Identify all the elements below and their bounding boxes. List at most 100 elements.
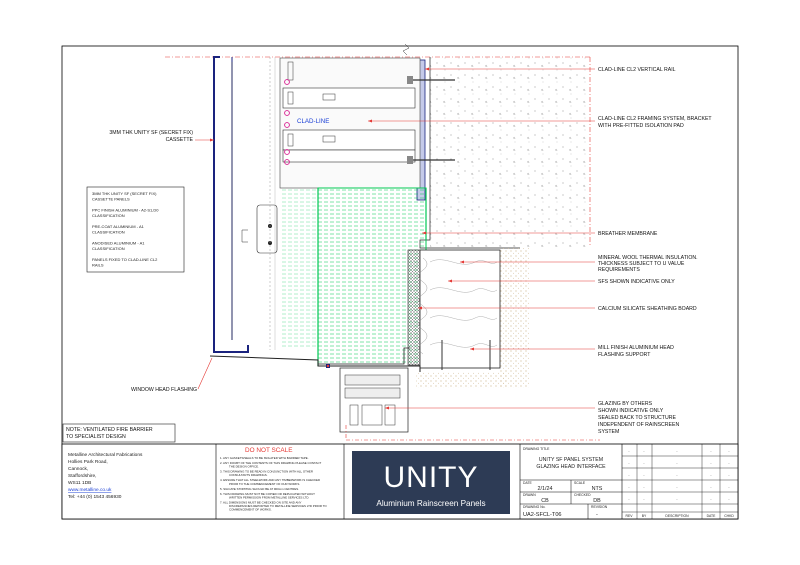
- leader-lines: [195, 68, 595, 409]
- label-mineral-line1: MINERAL WOOL THERMAL INSULATION.: [598, 255, 698, 261]
- description-col-header: DESCRIPTION: [665, 514, 689, 518]
- spec-box-line: PANELS FIXED TO CLAD-LINE CL2: [92, 257, 158, 262]
- drawing-no-value: UA2-SFCL-T06: [523, 512, 562, 518]
- glazing-frame: [339, 367, 409, 440]
- note-box: [62, 423, 176, 443]
- revision-cell: -: [643, 473, 644, 477]
- spec-box-line: 3MM THK UNITY SF (SECRET FIX): [92, 191, 157, 196]
- drawn-label: DRAWN: [523, 493, 536, 497]
- revision-cell: -: [676, 473, 677, 477]
- revision-cell: -: [728, 485, 729, 489]
- fixing-points: [284, 79, 290, 165]
- label-framing-line1: CLAD-LINE CL2 FRAMING SYSTEM, BRACKET: [598, 116, 712, 122]
- revision-cell: -: [643, 449, 644, 453]
- label-mill-line1: MILL FINISH ALUMINIUM HEAD: [598, 345, 674, 351]
- drawing-title-line2: GLAZING HEAD INTERFACE: [536, 464, 606, 470]
- spec-box-line: CLASSIFICATION: [92, 246, 125, 251]
- sfs-frame: [418, 249, 501, 370]
- substrate-fill: [500, 248, 530, 388]
- revision-cell: -: [710, 461, 711, 465]
- revision-cell: -: [643, 497, 644, 501]
- label-mineral-line2: THICKNESS SUBJECT TO U VALUE: [598, 261, 685, 267]
- drawing-no-label: DRAWING No.: [523, 505, 546, 509]
- revision-cell: -: [643, 461, 644, 465]
- company-name: Metalline Architectural Fabrications: [68, 452, 143, 458]
- label-window-head: WINDOW HEAD FLASHING: [131, 387, 197, 393]
- scale-label: SCALE: [574, 481, 586, 485]
- revision-cell: -: [628, 497, 629, 501]
- company-tel: Tel: +44 (0) 1543 456930: [68, 494, 122, 500]
- cassette-panel: [213, 56, 249, 353]
- revision-cell: -: [643, 485, 644, 489]
- revision-cell: -: [628, 485, 629, 489]
- do-not-scale-heading: DO NOT SCALE: [245, 447, 292, 454]
- company-address-4: WS11 1DB: [68, 480, 91, 486]
- date-value: 2/1/24: [538, 486, 553, 492]
- framing-bracket: [279, 57, 455, 189]
- label-glazing-line4: INDEPENDENT OF RAINSCREEN: [598, 422, 679, 428]
- spec-box-line: CLASSIFICATION: [92, 230, 125, 235]
- label-glazing-line2: SHOWN INDICATIVE ONLY: [598, 408, 664, 414]
- revision-cell: -: [710, 497, 711, 501]
- general-note: 3. THIS DRAWING TO BE READ IN CONJUNCTIO…: [220, 470, 313, 478]
- general-note: 2. ANY DOUBT OF THE CONTENTS OF THIS DRA…: [220, 461, 322, 469]
- revision-cell: -: [728, 449, 729, 453]
- spec-box-line: RAILS: [92, 263, 104, 268]
- date-col-header: DATE: [707, 514, 717, 518]
- general-note: 5. SILICATE STOPPING SHOULD BE AT 900mm …: [220, 487, 299, 491]
- revision-cell: -: [728, 497, 729, 501]
- label-glazing-line5: SYSTEM: [598, 429, 619, 435]
- by-col-header: BY: [642, 514, 647, 518]
- checked-value: DB: [593, 498, 601, 504]
- spec-box-line: PRE-COAT ALUMINIUM - A1: [92, 224, 145, 229]
- label-breather: BREATHER MEMBRANE: [598, 231, 658, 237]
- cavity-insulation: [280, 187, 427, 367]
- chkd-col-header: CHKD: [724, 514, 734, 518]
- head-flashing: [209, 355, 421, 372]
- rev-col-header: REV: [626, 514, 634, 518]
- company-website-link[interactable]: www.metalline.co.uk: [68, 487, 112, 493]
- note-line2: TO SPECIALIST DESIGN: [66, 434, 126, 440]
- cassette-hook: [241, 204, 278, 254]
- drawing-title-line1: UNITY SF PANEL SYSTEM: [539, 457, 603, 463]
- break-symbol: [402, 43, 410, 56]
- revision-cell: -: [728, 461, 729, 465]
- revision-cell: -: [710, 449, 711, 453]
- general-note: 4. ENSURE THAT ALL STEELWORK AND ANY TIM…: [220, 478, 320, 486]
- spec-box-line: ANODISED ALUMINIUM - A1: [92, 241, 145, 246]
- brand-title: UNITY: [384, 461, 479, 494]
- note-line1: NOTE: VENTILATED FIRE BARRIER: [66, 427, 153, 433]
- label-vertical-rail: CLAD-LINE CL2 VERTICAL RAIL: [598, 67, 676, 73]
- company-address-1: Hollies Park Road,: [68, 459, 108, 465]
- spec-box: [86, 186, 185, 273]
- clad-line-logo: CLAD-LINE: [297, 118, 329, 125]
- company-address-3: Staffordshire,: [68, 473, 96, 479]
- label-mill-line2: FLASHING SUPPORT: [598, 352, 651, 358]
- label-cassette-line1: 3MM THK UNITY SF (SECRET FIX): [109, 130, 193, 136]
- label-mineral-line3: REQUIREMENTS: [598, 267, 640, 273]
- revision-label: REVISION: [591, 505, 608, 509]
- revision-cell: -: [676, 449, 677, 453]
- general-note: 6. THIS DRAWING MUST NOT BE COPIED OR RE…: [220, 492, 315, 500]
- revision-cell: -: [710, 473, 711, 477]
- revision-cell: -: [676, 497, 677, 501]
- label-sfs: SFS SHOWN INDICATIVE ONLY: [598, 279, 675, 285]
- scale-value: NTS: [592, 486, 603, 492]
- drawn-value: CB: [541, 498, 549, 504]
- revision-cell: -: [628, 473, 629, 477]
- brand-panel: [352, 451, 510, 514]
- general-note: 7. ALL DIMENSIONS MUST BE CHECKED ON SIT…: [220, 500, 327, 511]
- company-address-2: Cannock,: [68, 466, 88, 472]
- revision-cell: -: [676, 461, 677, 465]
- checked-label: CHECKED: [574, 493, 591, 497]
- revision-cell: -: [710, 485, 711, 489]
- revision-cell: -: [676, 485, 677, 489]
- label-glazing-line1: GLAZING BY OTHERS: [598, 401, 653, 407]
- label-framing-line2: WITH PRE-FITTED ISOLATION PAD: [598, 123, 684, 129]
- label-calcium: CALCIUM SILICATE SHEATHING BOARD: [598, 306, 697, 312]
- date-label: DATE: [523, 481, 533, 485]
- revision-cell: -: [628, 449, 629, 453]
- revision-cell: -: [628, 461, 629, 465]
- drawing-title-label: DRAWING TITLE: [523, 447, 550, 451]
